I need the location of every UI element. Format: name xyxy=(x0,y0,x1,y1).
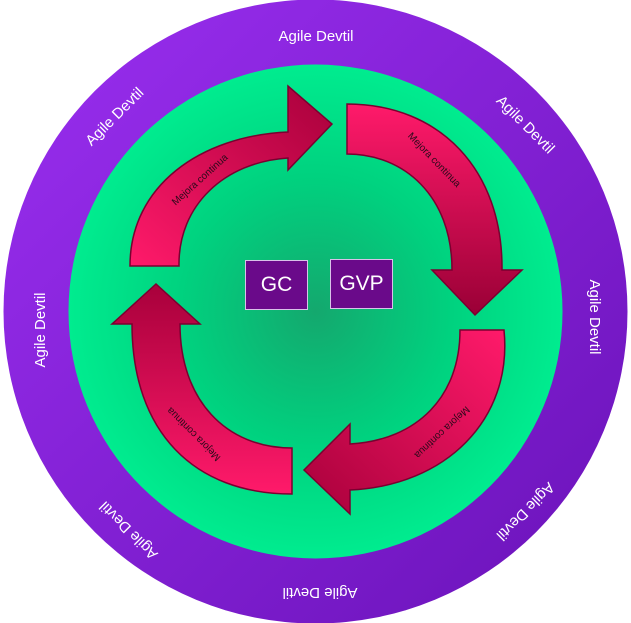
ring-label-top: Agile Devtil xyxy=(278,28,353,45)
arrow-top-right xyxy=(346,103,524,317)
arrow-bottom-right xyxy=(302,329,506,516)
ring-label-bottom: Agile Devtil xyxy=(282,584,357,601)
gc-box: GC xyxy=(245,260,308,310)
ring-label-left: Agile Devtil xyxy=(32,292,49,367)
ring-label-right: Agile Devtil xyxy=(586,279,603,354)
gvp-box: GVP xyxy=(330,259,393,309)
arrow-top-left xyxy=(129,84,334,267)
arrow-bottom-left xyxy=(110,282,293,495)
